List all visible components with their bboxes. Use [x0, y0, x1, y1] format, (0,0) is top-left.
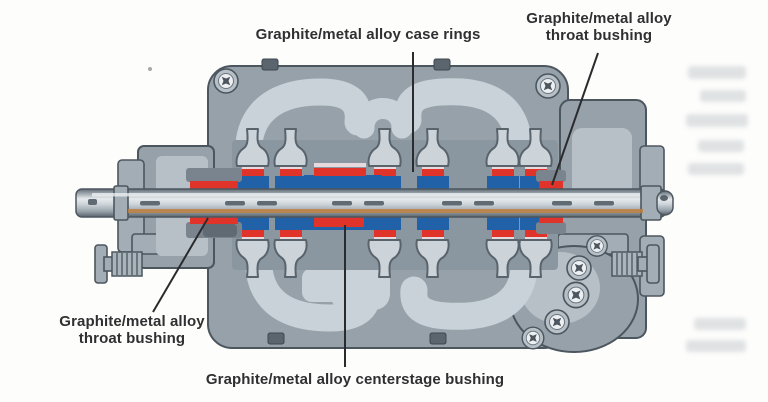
discharge-flange-right — [611, 244, 660, 284]
label-throat-bushing-bottom: Graphite/metal alloy throat bushing — [42, 313, 222, 348]
throat-bushing-left — [186, 168, 242, 238]
label-throat-bushing-bottom-line2: throat bushing — [78, 330, 186, 348]
leader-lines — [152, 52, 599, 367]
label-throat-bushing-top: Graphite/metal alloy throat bushing — [509, 10, 689, 45]
throat-bushing-right — [536, 170, 566, 234]
page-bleed-through — [148, 66, 748, 352]
centerstage-bushing — [300, 163, 382, 230]
label-case-rings: Graphite/metal alloy case rings — [255, 26, 481, 43]
label-throat-bushing-top-line2: throat bushing — [545, 27, 653, 45]
label-throat-bushing-top-line1: Graphite/metal alloy — [526, 10, 672, 27]
suction-flange-left — [94, 244, 143, 284]
pump-shaft — [75, 185, 674, 221]
label-throat-bushing-bottom-line1: Graphite/metal alloy — [59, 313, 205, 330]
shaft-keyway-slots — [88, 199, 614, 206]
casing-bolts — [261, 58, 451, 345]
label-centerstage-bushing: Graphite/metal alloy centerstage bushing — [205, 371, 505, 388]
